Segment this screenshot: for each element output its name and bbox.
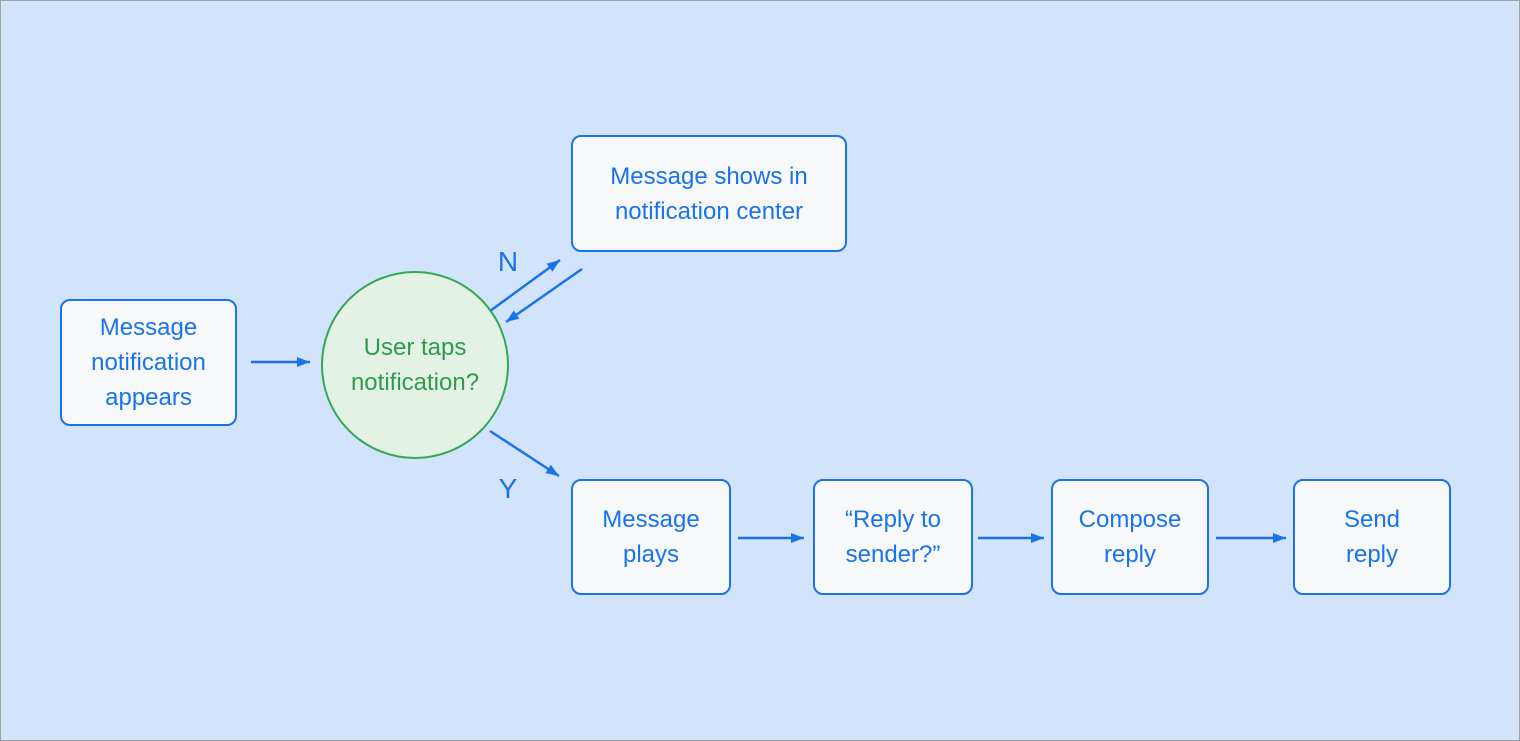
- node-compose-reply-label: Compose reply: [1078, 506, 1182, 568]
- node-decision: User taps notification?: [321, 271, 509, 459]
- node-notification-center-label: Message shows in notification center: [610, 162, 808, 225]
- node-send-reply-label: Send reply: [1343, 506, 1401, 568]
- edge-decision-to-message-plays: [489, 429, 560, 478]
- edge-label-no: N: [497, 246, 519, 277]
- node-notification-center: Message shows in notification center: [571, 135, 847, 252]
- node-decision-label: User taps notification?: [350, 334, 480, 396]
- node-compose-reply: Compose reply: [1051, 479, 1209, 595]
- node-reply-prompt: “Reply to sender?”: [813, 479, 973, 595]
- node-message-plays: Message plays: [571, 479, 731, 595]
- edge-label-yes: Y: [498, 473, 518, 504]
- node-message-plays-label: Message plays: [602, 506, 700, 568]
- node-reply-prompt-label: “Reply to sender?”: [844, 506, 942, 568]
- node-send-reply: Send reply: [1293, 479, 1451, 595]
- node-start: Message notification appears: [60, 299, 237, 426]
- node-start-label: Message notification appears: [91, 314, 206, 411]
